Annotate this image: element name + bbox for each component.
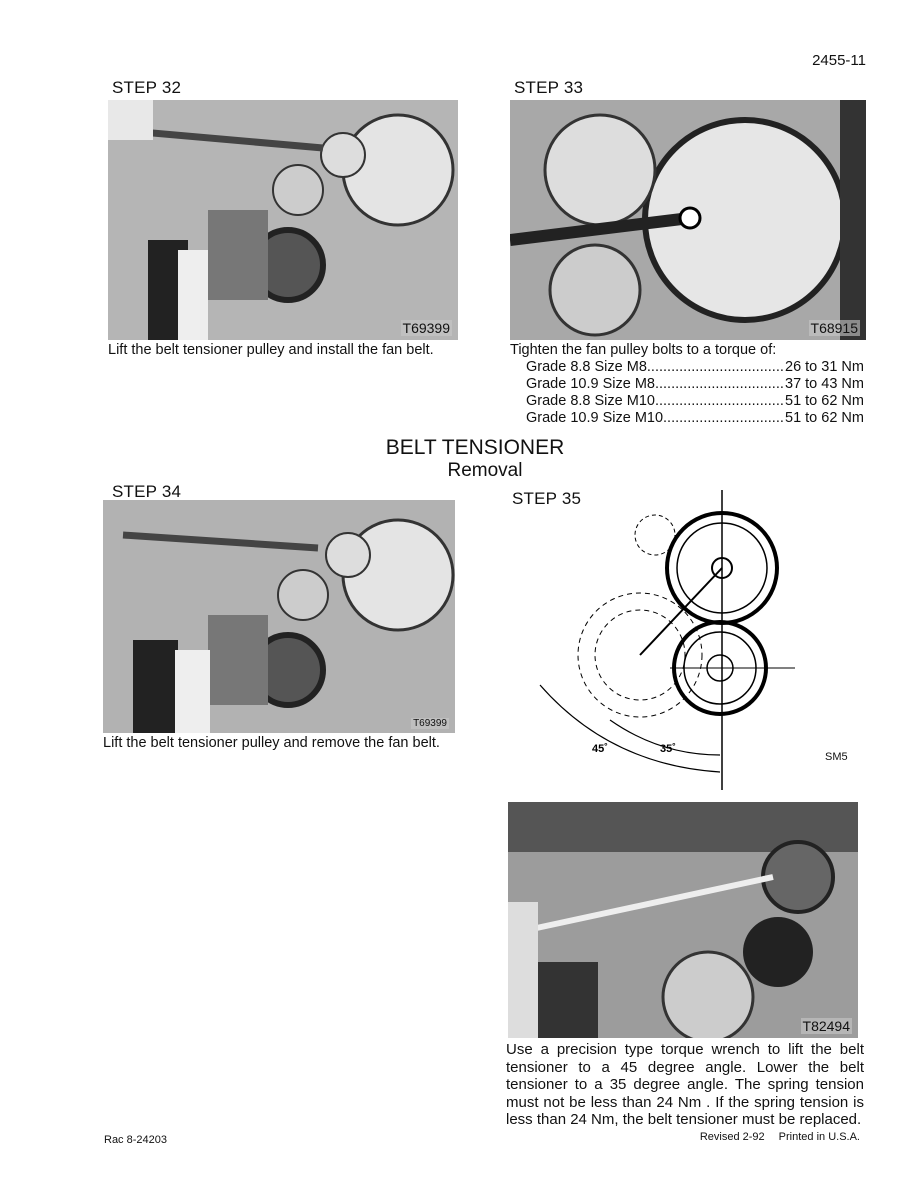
torque-row: Grade 10.9 Size M8 37 to 43 Nm xyxy=(526,376,864,392)
torque-row: Grade 10.9 Size M10 51 to 62 Nm xyxy=(526,410,864,426)
photo-label: T68915 xyxy=(808,320,860,336)
torque-row: Grade 8.8 Size M8 26 to 31 Nm xyxy=(526,359,864,375)
step-35-title: STEP 35 xyxy=(512,489,582,508)
section-subtitle: Removal xyxy=(447,460,523,481)
torque-value: 26 to 31 Nm xyxy=(785,359,864,375)
step-33-photo: T68915 xyxy=(510,100,866,340)
torque-value: 51 to 62 Nm xyxy=(785,393,864,409)
step-32-photo: T69399 xyxy=(108,100,458,340)
angle-35-label: 35˚ xyxy=(660,743,676,755)
step-32-caption: Lift the belt tensioner pulley and insta… xyxy=(108,342,434,358)
photo-label: T82494 xyxy=(800,1018,852,1034)
fan-pulley-photo-illustration xyxy=(510,100,866,340)
revised-date: Revised 2-92 xyxy=(699,1131,765,1143)
footer-right: Revised 2-92 Printed in U.S.A. xyxy=(700,1131,860,1143)
angle-45-label: 45˚ xyxy=(592,743,608,755)
torque-spec: Grade 8.8 Size M8 xyxy=(526,359,647,375)
document-number: Rac 8-24203 xyxy=(104,1134,167,1146)
torque-spec: Grade 10.9 Size M8 xyxy=(526,376,655,392)
page-number: 2455-11 xyxy=(812,52,866,69)
torque-row: Grade 8.8 Size M10 51 to 62 Nm xyxy=(526,393,864,409)
torque-value: 37 to 43 Nm xyxy=(785,376,864,392)
torque-spec: Grade 8.8 Size M10 xyxy=(526,393,655,409)
step-35-photo: T82494 xyxy=(508,802,858,1038)
engine-photo-illustration xyxy=(103,500,455,733)
engine-photo-illustration xyxy=(108,100,458,340)
torque-value: 51 to 62 Nm xyxy=(785,410,864,426)
torque-spec: Grade 10.9 Size M10 xyxy=(526,410,664,426)
step-34-photo: T69399 xyxy=(103,500,455,733)
step-33-caption: Tighten the fan pulley bolts to a torque… xyxy=(510,342,777,358)
diagram-label: SM5 xyxy=(825,751,848,763)
belt-tensioner-angle-diagram: 45˚ 35˚ xyxy=(539,490,795,790)
printed-in: Printed in U.S.A. xyxy=(778,1131,860,1143)
step-34-title: STEP 34 xyxy=(112,482,182,501)
photo-label: T69399 xyxy=(400,320,452,336)
step-33-title: STEP 33 xyxy=(514,78,584,97)
photo-label: T69399 xyxy=(411,718,449,729)
section-title: BELT TENSIONER xyxy=(385,436,565,459)
step-34-caption: Lift the belt tensioner pulley and remov… xyxy=(103,735,440,751)
step-35-caption: Use a precision type torque wrench to li… xyxy=(506,1041,864,1129)
torque-wrench-photo-illustration xyxy=(508,802,858,1038)
step-32-title: STEP 32 xyxy=(112,78,182,97)
